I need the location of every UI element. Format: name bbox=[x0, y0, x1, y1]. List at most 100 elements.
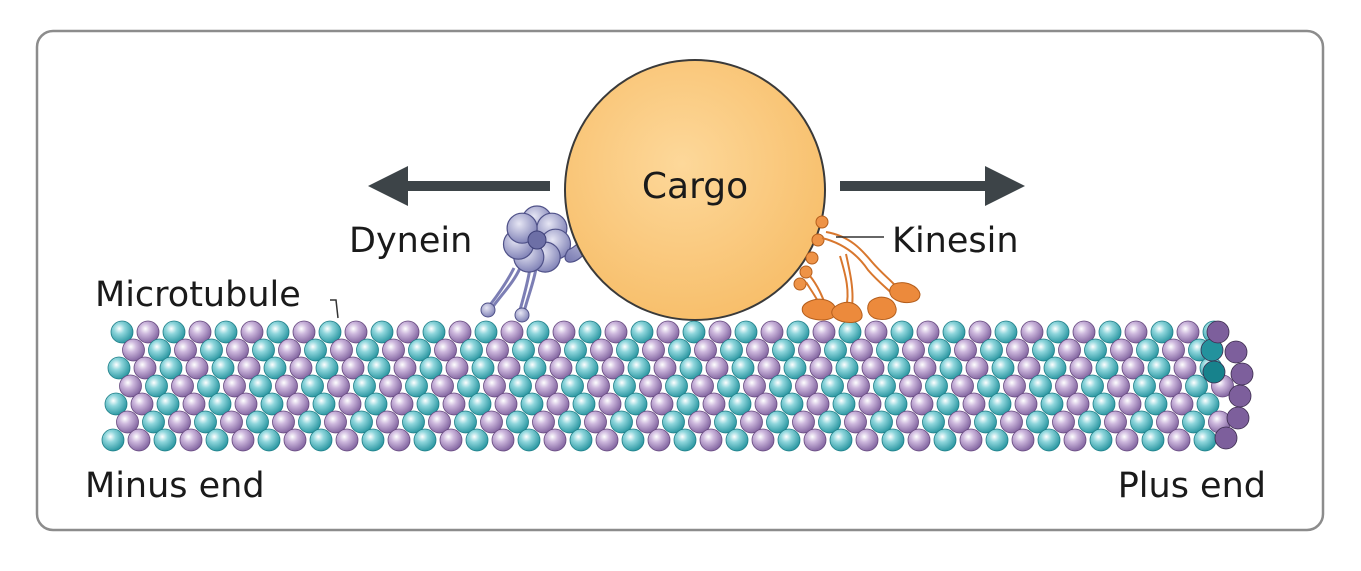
tubulin-subunit bbox=[116, 410, 139, 434]
tubulin-subunit bbox=[419, 356, 443, 380]
tubulin-subunit bbox=[812, 320, 836, 344]
tubulin-subunit bbox=[962, 392, 986, 416]
tubulin-subunit bbox=[356, 338, 379, 362]
tubulin-subunit bbox=[913, 356, 937, 380]
tubulin-subunit bbox=[876, 338, 899, 362]
tubulin-subunit bbox=[621, 428, 645, 452]
tubulin-subunit bbox=[393, 356, 417, 380]
tubulin-subunit bbox=[798, 338, 821, 362]
tubulin-subunit bbox=[486, 338, 509, 362]
tubulin-subunit bbox=[272, 410, 295, 434]
tubulin-subunit bbox=[298, 410, 321, 434]
tubulin-subunit bbox=[1046, 320, 1070, 344]
tubulin-subunit bbox=[907, 428, 931, 452]
tubulin-subunit bbox=[980, 338, 1003, 362]
tubulin-subunit bbox=[448, 320, 472, 344]
tubulin-subunit bbox=[506, 410, 529, 434]
tubulin-subunit bbox=[520, 392, 544, 416]
tubulin-subunit bbox=[445, 356, 469, 380]
tubulin-subunit bbox=[361, 428, 385, 452]
tubulin-subunit bbox=[610, 410, 633, 434]
plus-end-label: Plus end bbox=[1118, 466, 1266, 506]
tubulin-subunit bbox=[598, 392, 622, 416]
tubulin-subunit bbox=[587, 374, 610, 398]
tubulin-subunit bbox=[431, 374, 454, 398]
tubulin-subunit bbox=[330, 338, 353, 362]
tubulin-subunit bbox=[1020, 320, 1044, 344]
tubulin-subunit bbox=[107, 356, 131, 380]
kinesin-head-4 bbox=[889, 282, 921, 303]
tubulin-subunit bbox=[1063, 428, 1087, 452]
tubulin-plus-end-subunit bbox=[1230, 362, 1254, 386]
tubulin-subunit bbox=[653, 356, 677, 380]
tubulin-subunit bbox=[676, 392, 700, 416]
tubulin-subunit bbox=[673, 428, 697, 452]
tubulin-subunit bbox=[639, 374, 662, 398]
tubulin-subunit bbox=[942, 320, 966, 344]
tubulin-subunit bbox=[792, 410, 815, 434]
tubulin-subunit bbox=[500, 320, 524, 344]
tubulin-subunit bbox=[1032, 338, 1055, 362]
tubulin-subunit bbox=[249, 374, 272, 398]
tubulin-plus-end-subunit bbox=[1202, 360, 1226, 384]
tubulin-subunit bbox=[777, 428, 801, 452]
tubulin-subunit bbox=[289, 356, 313, 380]
tubulin-subunit bbox=[350, 410, 373, 434]
tubulin-subunit bbox=[1037, 428, 1061, 452]
tubulin-subunit bbox=[1066, 392, 1090, 416]
tubulin-subunit bbox=[1182, 410, 1205, 434]
tubulin-subunit bbox=[101, 428, 125, 452]
tubulin-subunit bbox=[246, 410, 269, 434]
tubulin-subunit bbox=[301, 374, 324, 398]
tubulin-subunit bbox=[512, 338, 535, 362]
tubulin-subunit bbox=[668, 338, 691, 362]
tubulin-subunit bbox=[1167, 428, 1191, 452]
tubulin-subunit bbox=[561, 374, 584, 398]
tubulin-subunit bbox=[650, 392, 674, 416]
tubulin-subunit bbox=[564, 338, 587, 362]
tubulin-subunit bbox=[434, 338, 457, 362]
tubulin-subunit bbox=[968, 320, 992, 344]
tubulin-subunit bbox=[1141, 428, 1165, 452]
tubulin-subunit bbox=[772, 338, 795, 362]
tubulin-subunit bbox=[465, 428, 489, 452]
tubulin-subunit bbox=[1095, 356, 1119, 380]
tubulin-subunit bbox=[806, 392, 830, 416]
tubulin-subunit bbox=[309, 428, 333, 452]
tubulin-subunit bbox=[214, 320, 238, 344]
tubulin-subunit bbox=[731, 356, 755, 380]
tubulin-subunit bbox=[948, 410, 971, 434]
tubulin-subunit bbox=[1133, 374, 1156, 398]
tubulin-subunit bbox=[881, 428, 905, 452]
tubulin-subunit bbox=[994, 320, 1018, 344]
tubulin-subunit bbox=[578, 320, 602, 344]
tubulin-subunit bbox=[370, 320, 394, 344]
tubulin-subunit bbox=[549, 356, 573, 380]
tubulin-subunit bbox=[1069, 356, 1093, 380]
tubulin-subunit bbox=[460, 338, 483, 362]
tubulin-subunit bbox=[188, 320, 212, 344]
tubulin-subunit bbox=[1029, 374, 1052, 398]
tubulin-subunit bbox=[148, 338, 171, 362]
tubulin-subunit bbox=[991, 356, 1015, 380]
tubulin-subunit bbox=[1124, 320, 1148, 344]
tubulin-subunit bbox=[1089, 428, 1113, 452]
tubulin-subunit bbox=[237, 356, 261, 380]
tubulin-subunit bbox=[304, 338, 327, 362]
tubulin-subunit bbox=[977, 374, 1000, 398]
tubulin-subunit bbox=[133, 356, 157, 380]
tubulin-subunit bbox=[1081, 374, 1104, 398]
microtubule-leader-line bbox=[330, 299, 339, 319]
tubulin-subunit bbox=[714, 410, 737, 434]
tubulin-subunit bbox=[699, 428, 723, 452]
dynein-label: Dynein bbox=[349, 221, 472, 261]
tubulin-subunit bbox=[1040, 392, 1064, 416]
tubulin-subunit bbox=[494, 392, 518, 416]
tubulin-subunit bbox=[575, 356, 599, 380]
tubulin-subunit bbox=[1017, 356, 1041, 380]
tubulin-subunit bbox=[1107, 374, 1130, 398]
tubulin-subunit bbox=[491, 428, 515, 452]
tubulin-subunit bbox=[702, 392, 726, 416]
tubulin-subunit bbox=[168, 410, 191, 434]
